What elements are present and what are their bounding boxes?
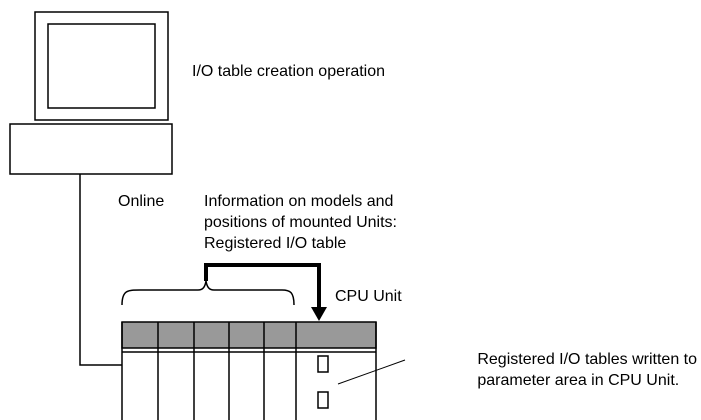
online-cable [79, 174, 122, 366]
registered-label-line: Registered I/O tables written to [477, 351, 697, 368]
units-brace [121, 280, 295, 306]
computer-icon [9, 11, 173, 175]
plc-rack [121, 321, 377, 420]
monitor-screen [47, 23, 156, 109]
brace-top [204, 263, 321, 308]
info-label-line: Registered I/O table [204, 235, 347, 252]
registered-tables-label: Registered I/O tables written to paramet… [477, 349, 697, 391]
cpu-unit-label: CPU Unit [335, 288, 402, 305]
computer-base [9, 123, 173, 175]
registered-label-line: parameter area in CPU Unit. [477, 372, 680, 389]
rack-header-band [121, 321, 377, 349]
callout-leader [337, 359, 406, 385]
transfer-arrow [204, 263, 327, 321]
info-label-line: Information on models and [204, 193, 394, 210]
online-label: Online [118, 193, 165, 210]
info-label: Information on models and positions of m… [204, 191, 397, 254]
monitor-housing [34, 11, 169, 121]
info-label-line: positions of mounted Units: [204, 214, 397, 231]
arrow-head [311, 307, 327, 321]
cpu-indicator-upper [317, 355, 329, 373]
operation-label: I/O table creation operation [192, 63, 386, 80]
cpu-indicator-lower [317, 391, 329, 409]
